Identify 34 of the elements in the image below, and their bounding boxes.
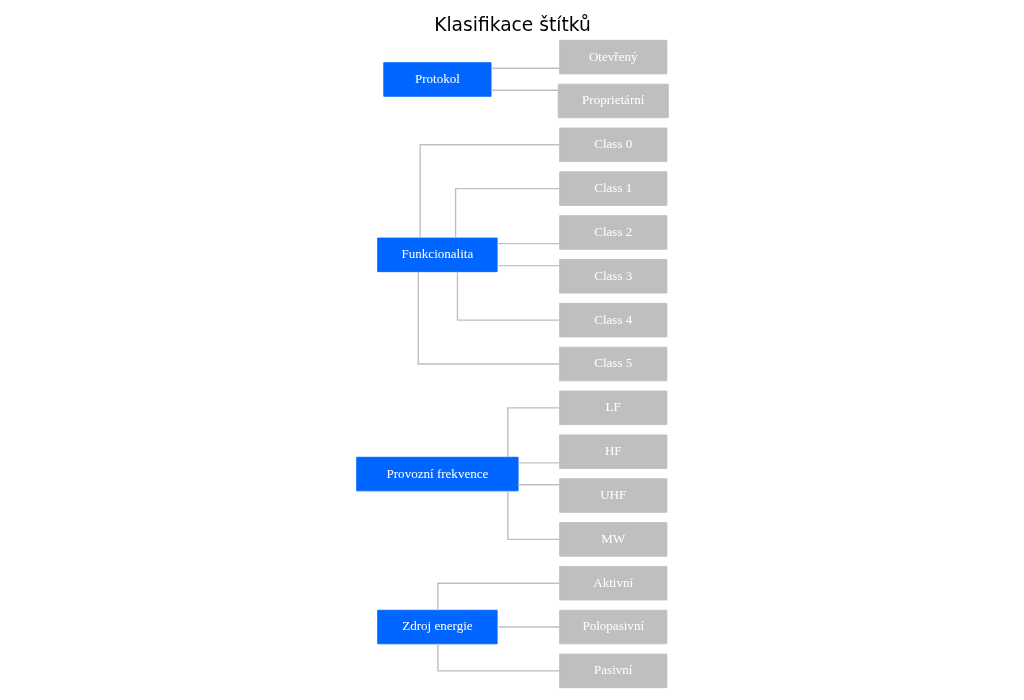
connector [417,270,560,365]
node-box: Polopasivní [558,609,667,645]
connector [496,626,560,628]
connector [436,582,560,611]
node-box: LF [558,390,667,426]
node-box: Class 3 [558,259,667,294]
connector [516,462,560,464]
node-box: Protokol [382,62,491,97]
node-box: Otevřený [558,39,667,75]
node-box: Proprietární [557,83,669,119]
node-box: Class 2 [558,215,667,250]
connector [496,264,560,267]
node-box: Class 1 [558,171,667,206]
diagram-title: Klasifikace štítků [433,14,591,35]
connector [489,67,560,69]
node-box: MW [558,522,667,557]
connector [496,242,560,245]
node-box: UHF [558,478,667,513]
connector [436,643,560,672]
node-box: Pasivní [558,653,667,689]
node-box: Funkcionalita [376,237,498,273]
connector [489,89,559,91]
node-box: Zdroj energie [376,609,498,645]
connector [516,484,560,486]
node-box: Provozní frekvence [355,456,519,492]
connector [456,271,560,321]
node-box: HF [558,434,667,469]
connector [454,187,560,239]
connector [506,407,560,458]
connector [506,490,560,541]
connector [418,144,560,239]
node-box: Class 5 [558,346,667,382]
node-box: Class 4 [558,302,667,338]
node-box: Aktivní [558,565,667,601]
